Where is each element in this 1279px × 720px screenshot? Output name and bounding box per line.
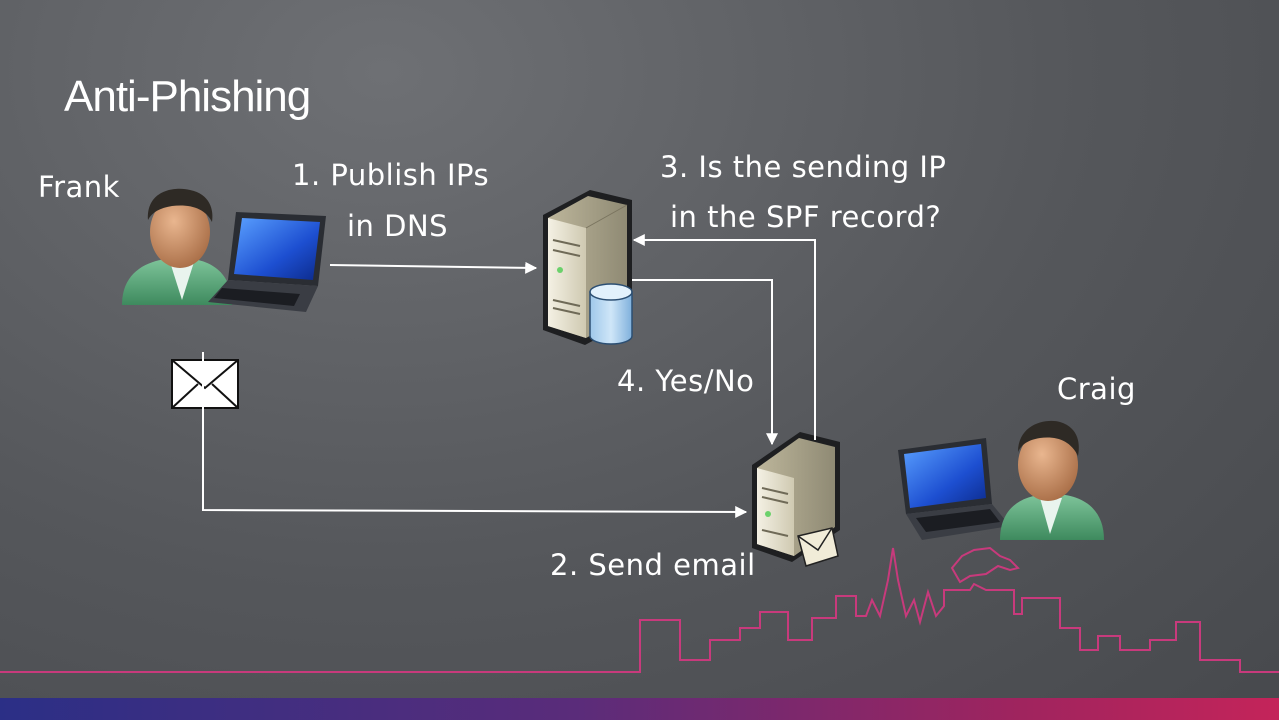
arrow-send-email xyxy=(202,352,748,518)
arrow-yes-no xyxy=(632,279,778,446)
frank-laptop-icon xyxy=(208,212,326,312)
step4-label: 4. Yes/No xyxy=(617,364,755,398)
database-icon xyxy=(589,283,633,345)
frank-person-icon xyxy=(122,188,232,305)
slide-title: Anti-Phishing xyxy=(64,72,311,121)
craig-laptop-icon xyxy=(898,438,1010,540)
craig-person-icon xyxy=(1000,420,1104,540)
step1-label-line1: 1. Publish IPs xyxy=(292,158,490,192)
sender-label: Frank xyxy=(38,170,120,204)
step2-label: 2. Send email xyxy=(550,548,756,582)
arrow-spf-query xyxy=(632,234,816,440)
recipient-label: Craig xyxy=(1057,372,1136,406)
arrows xyxy=(202,234,816,518)
step3-label-line2: in the SPF record? xyxy=(670,200,942,234)
mail-server-icon xyxy=(752,432,840,562)
server-envelope-icon xyxy=(797,527,839,567)
skyline-decoration xyxy=(0,546,1279,673)
bottom-accent-bar xyxy=(0,698,1279,720)
step3-label-line1: 3. Is the sending IP xyxy=(660,150,947,184)
step1-label-line2: in DNS xyxy=(347,209,449,243)
envelope-icon xyxy=(171,359,239,409)
arrow-publish xyxy=(329,261,538,274)
